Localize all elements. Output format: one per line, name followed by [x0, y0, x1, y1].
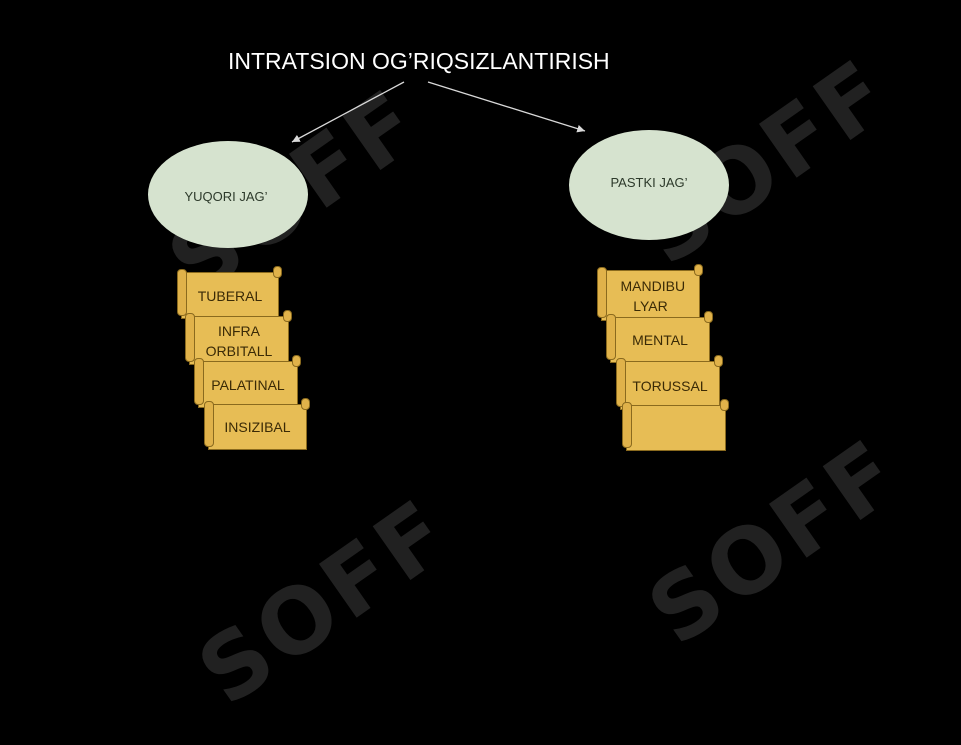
- scroll-item-label: MENTAL: [632, 332, 688, 348]
- scroll-item: INFRA ORBITALL: [185, 310, 292, 365]
- scroll-item-label: PALATINAL: [211, 376, 285, 393]
- scroll-item-label: MANDIBU LYAR: [620, 277, 686, 314]
- scroll-item-label: TUBERAL: [197, 287, 263, 304]
- arrow-to-left: [291, 81, 405, 143]
- scroll-item: PALATINAL: [194, 355, 301, 408]
- watermark: SOFF: [180, 479, 470, 745]
- scroll-item-label: INFRA ORBITALL: [205, 322, 273, 359]
- connector-arrows: [291, 81, 586, 143]
- scroll-item: MANDIBU LYAR: [597, 264, 703, 321]
- lower-jaw-label: PASTKI JAG’: [610, 174, 688, 190]
- scroll-item-label: TORUSSAL: [632, 377, 708, 394]
- upper-jaw-node: YUQORI JAG’: [148, 141, 308, 248]
- watermark: SOFF: [630, 419, 920, 685]
- scroll-item-label: INSIZIBAL: [224, 419, 291, 435]
- lower-jaw-node: PASTKI JAG’: [569, 130, 729, 240]
- slide: SOFF SOFF SOFF SOFF INTRATSION OG’RIQSIZ…: [148, 39, 920, 726]
- scroll-item: MENTAL: [606, 311, 713, 363]
- arrow-to-right: [427, 81, 586, 133]
- upper-jaw-label: YUQORI JAG’: [184, 189, 268, 204]
- scroll-item: [622, 399, 729, 451]
- scroll-item: TUBERAL: [177, 266, 282, 319]
- scroll-item: TORUSSAL: [616, 355, 723, 410]
- page-title: INTRATSION OG’RIQSIZLANTIRISH: [228, 48, 610, 74]
- scroll-item: INSIZIBAL: [204, 398, 310, 450]
